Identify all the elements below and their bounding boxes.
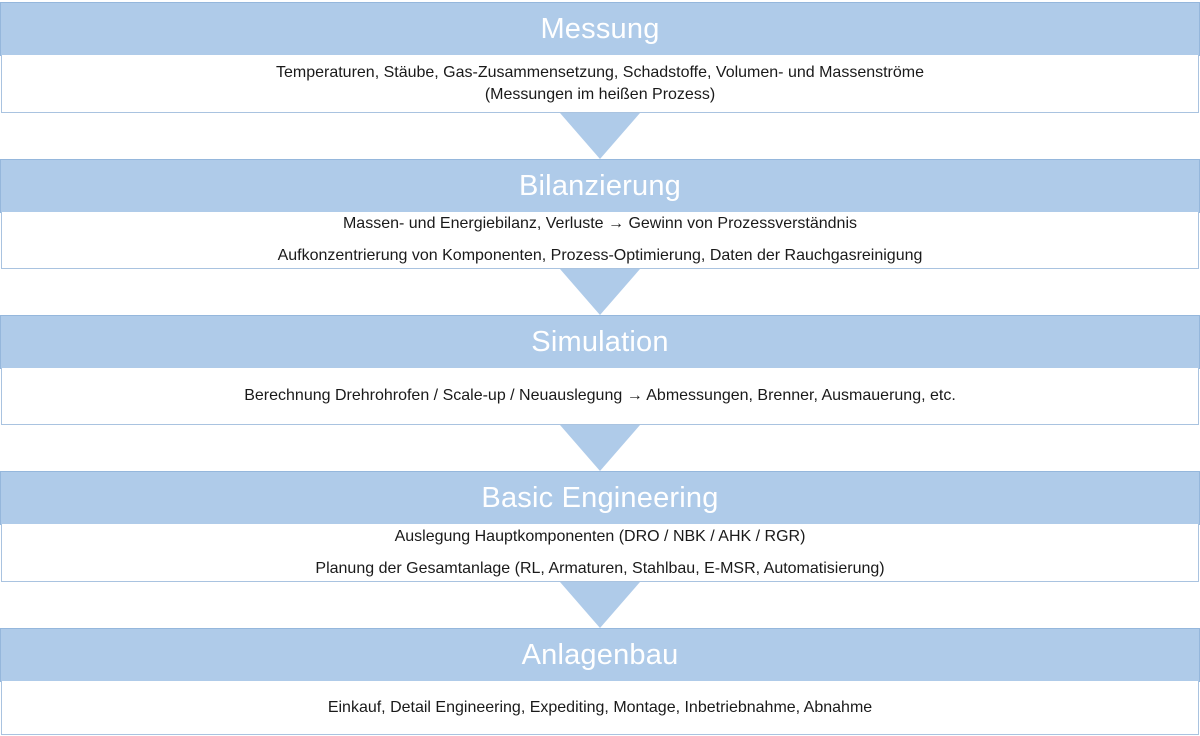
stage-header-messung: Messung	[0, 2, 1200, 56]
stage-messung-line-1: Temperaturen, Stäube, Gas-Zusammensetzun…	[275, 63, 925, 81]
stage-header-basic-engineering: Basic Engineering	[0, 471, 1200, 525]
stage-header-simulation: Simulation	[0, 315, 1200, 369]
stage-bilanzierung-line-1: Massen- und Energiebilanz, Verluste → Ge…	[342, 215, 858, 232]
stage-body-bilanzierung: Massen- und Energiebilanz, Verluste → Ge…	[1, 212, 1199, 269]
stage-title-bilanzierung: Bilanzierung	[519, 169, 681, 202]
stage-basic-engineering-line-1: Auslegung Hauptkomponenten (DRO / NBK / …	[394, 527, 806, 545]
down-arrow-2	[560, 269, 640, 315]
stage-title-messung: Messung	[540, 12, 660, 45]
stage-bilanzierung-line-2: Aufkonzentrierung von Komponenten, Proze…	[277, 247, 923, 264]
stage-title-simulation: Simulation	[531, 325, 669, 358]
stage-title-basic-engineering: Basic Engineering	[481, 481, 719, 514]
stage-header-bilanzierung: Bilanzierung	[0, 159, 1200, 213]
stage-header-anlagenbau: Anlagenbau	[0, 628, 1200, 682]
stage-title-anlagenbau: Anlagenbau	[521, 638, 679, 671]
stage-body-messung: Temperaturen, Stäube, Gas-Zusammensetzun…	[1, 55, 1199, 113]
stage-simulation-line-1: Berechnung Drehrohrofen / Scale-up / Neu…	[244, 387, 956, 404]
down-arrow-3	[560, 425, 640, 471]
stage-anlagenbau-line-1: Einkauf, Detail Engineering, Expediting,…	[327, 698, 873, 716]
down-arrow-1	[560, 113, 640, 159]
stage-messung-line-2: (Messungen im heißen Prozess)	[484, 85, 716, 103]
stage-basic-engineering-line-2: Planung der Gesamtanlage (RL, Armaturen,…	[315, 559, 885, 577]
stage-body-basic-engineering: Auslegung Hauptkomponenten (DRO / NBK / …	[1, 524, 1199, 582]
stage-body-simulation: Berechnung Drehrohrofen / Scale-up / Neu…	[1, 368, 1199, 425]
down-arrow-4	[560, 582, 640, 628]
stage-body-anlagenbau: Einkauf, Detail Engineering, Expediting,…	[1, 681, 1199, 735]
